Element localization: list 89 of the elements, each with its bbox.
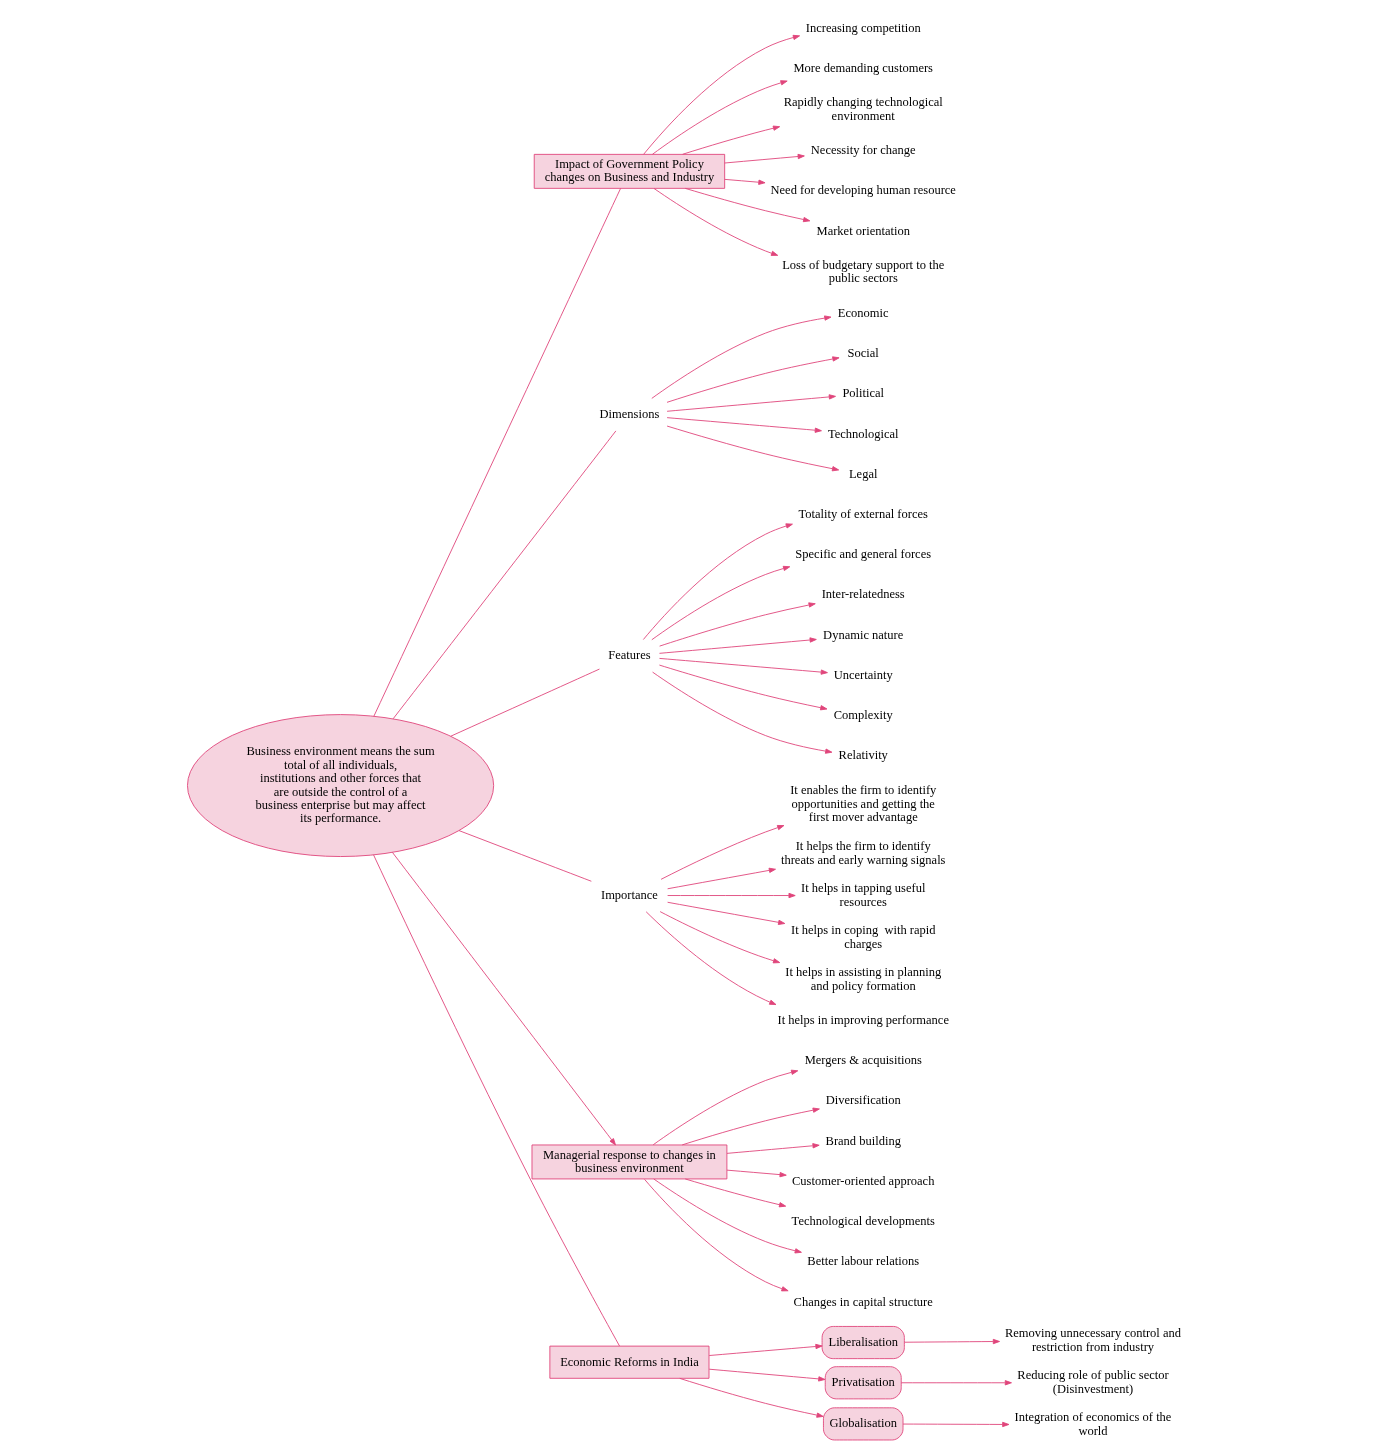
arrow <box>660 825 785 880</box>
node-box: Economic Reforms in India <box>549 1345 710 1379</box>
arrow <box>659 637 817 654</box>
node-box: Managerial response to changes in business environment <box>531 1144 728 1180</box>
node-text: Reducing role of public sector (Disinvestment) <box>1017 1368 1169 1396</box>
arrow <box>651 315 832 399</box>
arrow <box>724 178 766 185</box>
node-text: Market orientation <box>816 223 910 238</box>
arrow <box>653 188 779 256</box>
arrow <box>658 664 828 711</box>
arrow <box>900 1380 1012 1386</box>
arrow <box>652 671 833 754</box>
node-text: Importance <box>600 887 658 902</box>
node-text: Social <box>847 346 879 361</box>
connector <box>373 854 620 1347</box>
node-text: Rapidly changing technological environment <box>783 95 943 123</box>
node-text: Dimensions <box>599 406 660 421</box>
node-text: Economic <box>837 305 889 320</box>
arrow <box>708 1368 826 1382</box>
node-text: It helps in tapping useful resources <box>801 881 926 909</box>
arrow <box>645 911 777 1005</box>
node-ellipse: Business environment means the sum total of all individuals, institutions and other forces that are outside the control of a business enterprise but may affect its performance. <box>187 714 495 857</box>
arrow <box>726 1143 820 1154</box>
node-text: Dynamic nature <box>823 627 904 642</box>
node-text: Technological developments <box>791 1214 935 1229</box>
node-text: It enables the firm to identify opportunities and getting the first mover advantage <box>790 783 937 825</box>
node-text: Relativity <box>838 748 888 763</box>
arrow <box>659 911 781 964</box>
node-text: Integration of economics of the world <box>1014 1410 1172 1438</box>
node-text: Totality of external forces <box>798 506 928 521</box>
node-text: Brand building <box>825 1133 901 1148</box>
node-text: It helps in coping with rapid charges <box>791 923 936 951</box>
node-text: It helps the firm to identify threats and early warning signals <box>780 839 946 867</box>
node-text: Specific and general forces <box>795 547 932 562</box>
node-text: Necessity for change <box>810 143 916 158</box>
arrow <box>667 867 776 890</box>
node-text: Customer-oriented approach <box>792 1173 935 1188</box>
arrow <box>902 1421 1010 1428</box>
node-text: Diversification <box>825 1093 901 1108</box>
node-text: Changes in capital structure <box>793 1294 933 1309</box>
node-text: Removing unnecessary control and restriction from industry <box>1005 1326 1181 1354</box>
node-text: It helps in assisting in planning and policy formation <box>785 965 942 993</box>
arrow <box>652 80 788 155</box>
node-text: Increasing competition <box>805 20 921 35</box>
arrow <box>666 425 840 472</box>
arrow <box>643 34 801 155</box>
arrow <box>724 153 805 164</box>
node-text: Mergers & acquisitions <box>804 1053 922 1068</box>
arrow <box>726 1169 787 1178</box>
arrow <box>667 892 796 899</box>
connector <box>392 430 617 720</box>
arrow <box>681 1107 820 1146</box>
arrow <box>684 187 811 223</box>
node-box: Globalisation <box>823 1407 904 1441</box>
arrow <box>644 1178 789 1292</box>
node-text: Features <box>608 648 651 663</box>
arrow <box>682 125 781 155</box>
arrow <box>666 394 836 412</box>
arrow <box>652 1069 799 1146</box>
node-text: Complexity <box>833 708 893 723</box>
connector <box>373 188 621 717</box>
node-text: Uncertainty <box>833 667 893 682</box>
node-text: Need for developing human resource <box>770 183 956 198</box>
arrow <box>642 523 793 640</box>
arrow <box>666 417 822 433</box>
arrow <box>659 657 828 675</box>
node-text: More demanding customers <box>793 60 934 75</box>
arrow <box>667 901 786 925</box>
arrow <box>708 1343 823 1356</box>
node-box: Impact of Government Policy changes on Business and Industry <box>533 153 726 189</box>
node-text: Loss of budgetary support to the public sectors <box>782 257 945 286</box>
connector <box>458 830 592 882</box>
node-text: Political <box>842 386 885 401</box>
node-text: Better labour relations <box>807 1254 920 1269</box>
arrow <box>666 356 840 403</box>
arrow <box>903 1338 1000 1345</box>
connector <box>450 668 600 737</box>
arrow <box>392 851 616 1146</box>
arrow <box>653 1178 802 1254</box>
node-box: Privatisation <box>824 1366 902 1400</box>
arrow <box>684 1178 787 1208</box>
node-text: Technological <box>827 426 899 441</box>
arrow <box>679 1377 824 1418</box>
node-box: Liberalisation <box>821 1326 905 1360</box>
node-text: Legal <box>849 466 878 481</box>
arrow <box>651 565 791 641</box>
node-text: Inter-relatedness <box>821 587 905 602</box>
arrow <box>659 602 816 647</box>
node-text: It helps in improving performance <box>777 1013 949 1027</box>
